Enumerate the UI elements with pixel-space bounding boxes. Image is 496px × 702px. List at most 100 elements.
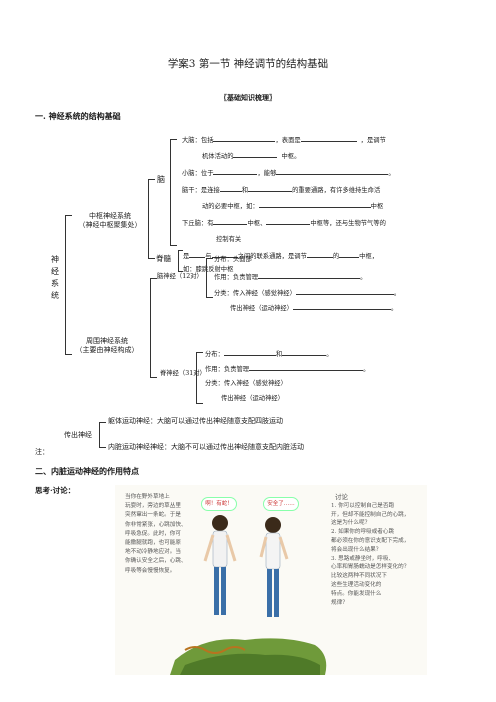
cranial-type1-blank[interactable] [295, 288, 394, 295]
right-line: 开，但却不能控制自己的心跳， [331, 511, 410, 518]
cranial-func-text: 作用：负责管理 [214, 274, 259, 281]
cerebrum-text-a: 大脑：包括 [182, 137, 214, 144]
section2-heading: 二、内脏运动神经的作用特点 [35, 466, 139, 476]
root-char-2: 经 [51, 267, 59, 276]
cerebrum-row: 大脑：包括，表面是，是调节 [182, 135, 386, 145]
cerebrum-text-e: 中枢。 [281, 153, 301, 160]
spinal-blank-1[interactable] [189, 251, 206, 258]
grass-dark [180, 653, 320, 675]
left-line: 能撒腿就跑，也可能原 [125, 540, 181, 547]
cerebrum-blank-1[interactable] [213, 135, 276, 142]
spinal-blank-2[interactable] [211, 251, 238, 258]
cranial-func-blank[interactable] [258, 272, 361, 279]
cerebellum-blank-2[interactable] [276, 168, 389, 175]
left-line: 地不动冷静地应对。当 [125, 549, 181, 556]
cranial-nerves-label: 脑神经（12对） [157, 273, 203, 280]
section-basic-label: 〖基础知识梳理〗 [220, 93, 276, 102]
spinal-text-a: 是 [183, 253, 190, 260]
cerebellum-text-c: 。 [388, 170, 395, 177]
sn-type2: 传出神经（运动神经） [221, 395, 284, 402]
left-line: 当你在野外草地上 [125, 494, 170, 500]
hypo-blank-2[interactable] [266, 218, 311, 225]
efferent-nerve: 传出神经 [64, 431, 92, 439]
cerebrum-blank-2[interactable] [300, 135, 357, 142]
right-line: 都必须在你的意识支配下完成， [331, 537, 410, 544]
spinal-blank-3[interactable] [306, 251, 333, 258]
spinal-row: 是与之间的联系通路，是调节的中枢， [183, 251, 378, 261]
spinal-brace [178, 250, 183, 272]
left-line: 你确认安全之后，心跳、 [125, 558, 187, 565]
spinal-blank-4[interactable] [339, 251, 360, 258]
cranial-type2-blank[interactable] [292, 303, 391, 310]
right-line: 特点。你能发现什么 [331, 590, 382, 597]
cerebrum-row2: 机体活动的中枢。 [202, 151, 300, 161]
brainstem-blank-1[interactable] [219, 185, 242, 192]
brain-brace [170, 139, 177, 246]
spinal-text-b: 与 [205, 253, 212, 260]
peripheral-brace [150, 278, 157, 378]
brainstem-text-d: 动的必要中枢，如： [202, 203, 259, 210]
right-line: 这是为什么呢？ [331, 520, 371, 527]
brainstem-blank-2[interactable] [248, 185, 293, 192]
sn-func-blank[interactable] [249, 364, 364, 371]
spinal-nerves-label: 脊神经（31对） [160, 370, 206, 377]
brainstem-blank-3[interactable] [258, 201, 371, 208]
hypothalamus-row: 下丘脑：有中枢、中枢等，还与生物节气等的 [182, 218, 386, 228]
boy-scared [203, 515, 237, 615]
cranial-type1-text: 分类：传入神经（感觉神经） [214, 290, 296, 297]
sn-type1: 分类：传入神经（感觉神经） [205, 380, 287, 387]
cranial-type2-text: 传出神经（运动神经） [230, 305, 293, 312]
cerebrum-text-c: ，是调节 [360, 137, 386, 144]
sn-distribution-row: 分布：和。 [205, 349, 332, 359]
cranial-func-end: 。 [360, 274, 367, 281]
right-line: 1. 你可以控制自己是否跑 [331, 502, 395, 509]
discuss-label: 思考·讨论： [35, 486, 76, 495]
sn-dist-text-c: 。 [326, 351, 333, 358]
note-visceral: 内脏运动神经神经：大脑不可以通过传出神经随意支配内脏活动 [108, 443, 304, 451]
figure-left-text: 当你在野外草地上 玩耍时，旁边的草丛里 突然窜出一条蛇。于是 你非常紧张，心跳加… [125, 493, 187, 576]
right-line: 将会出现什么结果？ [331, 546, 382, 553]
right-line: 规律？ [331, 599, 348, 606]
cerebellum-blank-1[interactable] [213, 168, 258, 175]
hypo-text-d: 控制有关 [216, 236, 242, 243]
hypo-text-a: 下丘脑：有 [182, 220, 214, 227]
brainstem-row2: 动的必要中枢，如： 中枢 [202, 201, 383, 211]
peripheral-nervous-system: 周围神经系统 （主要由神经构成） [66, 337, 148, 355]
discussion-figure: 当你在野外草地上 玩耍时，旁边的草丛里 突然窜出一条蛇。于是 你非常紧张，心跳加… [115, 485, 427, 675]
tree-root: 神 经 系 统 [50, 254, 60, 302]
snake [184, 646, 246, 654]
cerebellum-text-b: ，能够 [257, 170, 277, 177]
spinal-text-e: 中枢， [359, 253, 379, 260]
brainstem-text-e: 中枢 [370, 203, 384, 210]
hypo-blank-1[interactable] [213, 218, 248, 225]
central-brace [148, 179, 155, 259]
speech-bubble-2: 安全了…… [263, 497, 299, 511]
sn-func-end: 。 [363, 366, 370, 373]
sn-dist-blank-2[interactable] [282, 349, 327, 356]
sn-func-text: 作用：负责管理 [205, 366, 250, 373]
right-line: 这些生理活动变化的 [331, 581, 382, 588]
left-line: 呼吸急促。此时，你可 [125, 530, 181, 537]
brainstem-text-c: 的重要通路，有许多维持生命活 [292, 187, 381, 194]
central-nervous-system: 中枢神经系统 （神经中枢聚集处） [74, 212, 146, 230]
cerebellum-text-a: 小脑：位于 [182, 170, 214, 177]
figure-right-text: 讨论 1. 你可以控制自己是否跑 开，但却不能控制自己的心跳， 这是为什么呢？ … [331, 493, 409, 607]
note-somatic: 躯体运动神经：大脑可以通过传出神经随意支配四肢运动 [108, 417, 283, 425]
cerebrum-blank-3[interactable] [233, 151, 278, 158]
right-line: 3. 思路或静坐时，呼吸、 [331, 555, 395, 562]
left-line: 你非常紧张，心跳加快、 [125, 521, 187, 528]
cranial-type1-end: 。 [393, 290, 401, 297]
brainstem-text-a: 脑干：是连接 [182, 187, 220, 194]
cranial-type2-row: 传出神经（运动神经） 。 [230, 303, 397, 313]
spinal-text-d: 的 [332, 253, 340, 260]
cranial-type2-end: 。 [390, 305, 398, 312]
root-char-3: 系 [51, 279, 59, 288]
cranial-function-row: 作用：负责管理 。 [214, 272, 366, 282]
right-line: 比较这两种不同状况下 [331, 573, 387, 580]
spinal-text-f: 如：膝跳反射中枢 [183, 266, 234, 273]
sn-dist-blank-1[interactable] [223, 349, 276, 356]
right-line: 心率和胃肠蠕动是怎样变化的？ [331, 564, 410, 571]
hypo-text-c: 中枢等，还与生物节气等的 [310, 220, 386, 227]
sn-dist-text-a: 分布： [205, 351, 224, 358]
root-char-4: 统 [51, 291, 59, 300]
